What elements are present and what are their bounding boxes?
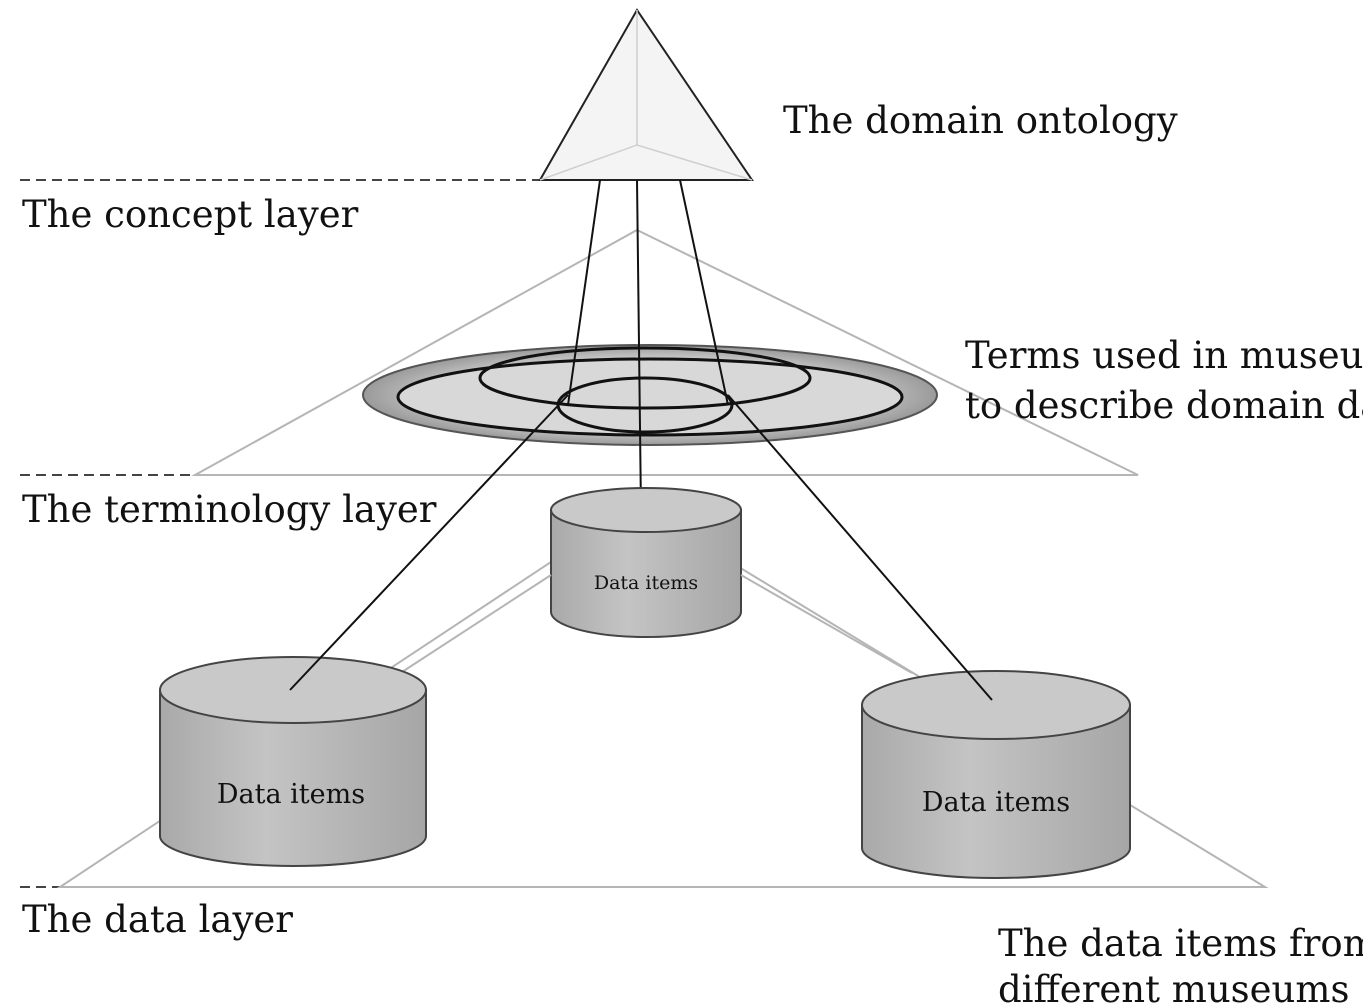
domain-ontology-label: The domain ontology — [783, 99, 1178, 142]
database-right: Data items — [861, 670, 1131, 879]
terminology-disc — [362, 344, 938, 446]
database-center: Data items — [550, 487, 742, 638]
terms-label-line2: to describe domain data — [965, 384, 1363, 427]
database-right-label: Data items — [922, 787, 1070, 818]
data-items-from-label-line2: different museums — [998, 968, 1349, 1008]
terms-label-line1: Terms used in museums — [965, 334, 1363, 377]
database-center-label: Data items — [594, 572, 698, 594]
terminology-triangle — [191, 228, 1139, 476]
concept-layer-label: The concept layer — [22, 193, 359, 236]
terminology-connection-lines — [289, 394, 993, 701]
database-left: Data items — [159, 656, 427, 867]
db-link-right — [740, 574, 913, 674]
ontology-pyramid — [538, 8, 754, 181]
db-link-left — [401, 574, 552, 673]
terminology-layer-label: The terminology layer — [22, 488, 437, 531]
database-left-label: Data items — [217, 779, 365, 810]
ontology-connection-lines — [567, 179, 729, 511]
data-layer-label: The data layer — [22, 898, 293, 941]
data-items-from-label-line1: The data items from — [998, 922, 1363, 965]
